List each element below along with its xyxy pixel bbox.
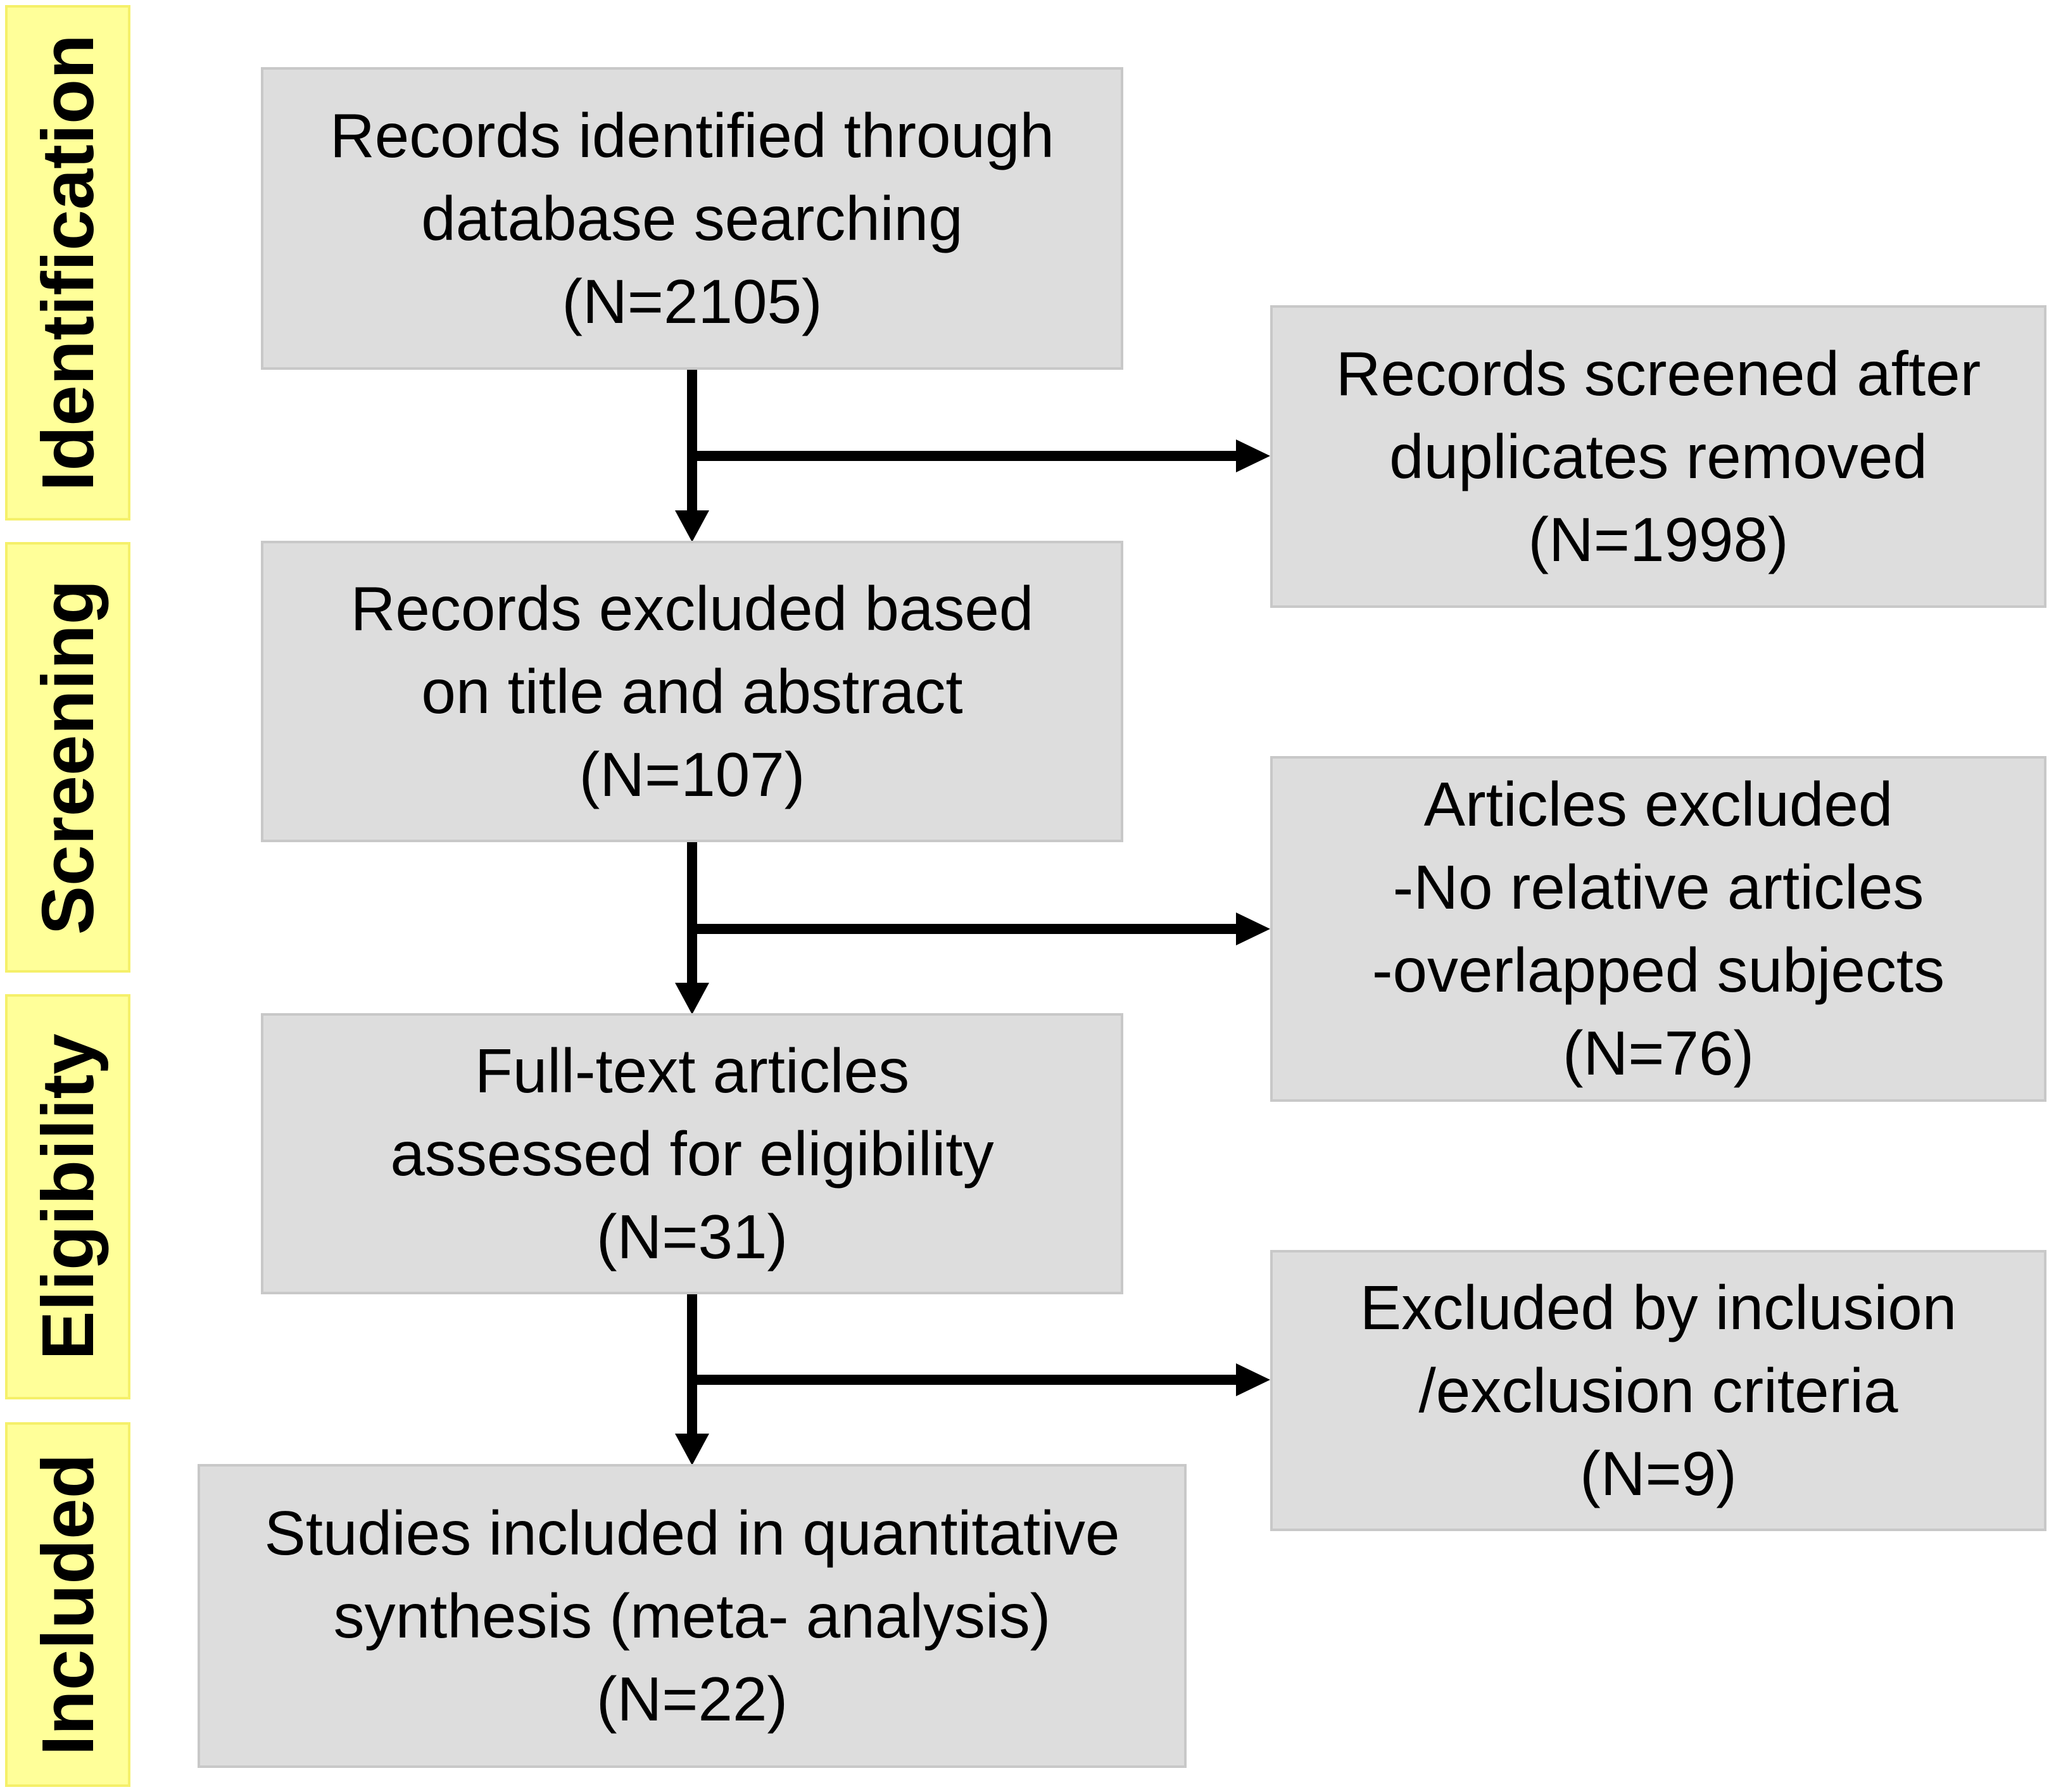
box-records-screened: Records screened after duplicates remove… xyxy=(1270,305,2046,608)
box-line: database searching xyxy=(421,183,963,253)
box-line: Full-text articles xyxy=(474,1035,910,1106)
phase-screening: Screening xyxy=(5,542,130,973)
box-line: Records screened after xyxy=(1335,338,1981,408)
box-line: Records identified through xyxy=(329,100,1055,170)
phase-identification: Identification xyxy=(5,5,130,521)
box-line: Records excluded based xyxy=(350,573,1034,643)
arrow-identified-to-screened xyxy=(692,439,1270,472)
arrow-fulltext-to-criteria-excluded xyxy=(692,1363,1270,1396)
arrow-excluded-title-to-fulltext xyxy=(675,842,709,1014)
box-records-excluded-title-abstract: Records excluded based on title and abst… xyxy=(261,541,1123,842)
box-line: (N=2105) xyxy=(562,266,823,336)
box-line: (N=9) xyxy=(1580,1438,1737,1508)
box-line: Excluded by inclusion xyxy=(1359,1272,1957,1342)
phase-eligibility: Eligibility xyxy=(5,994,130,1399)
box-line: Articles excluded xyxy=(1423,769,1893,839)
box-line: (N=76) xyxy=(1562,1018,1755,1088)
box-line: (N=31) xyxy=(596,1201,788,1271)
phase-included: Included xyxy=(5,1422,130,1787)
box-line: /exclusion criteria xyxy=(1418,1355,1898,1425)
box-line: (N=22) xyxy=(596,1663,788,1734)
box-studies-included: Studies included in quantitative synthes… xyxy=(198,1464,1187,1768)
box-line: synthesis (meta- analysis) xyxy=(333,1581,1051,1651)
box-fulltext-assessed: Full-text articles assessed for eligibil… xyxy=(261,1013,1123,1294)
arrow-identified-to-excluded-title xyxy=(675,370,709,542)
box-line: (N=1998) xyxy=(1528,504,1789,574)
box-line: Studies included in quantitative xyxy=(264,1498,1120,1568)
box-line: (N=107) xyxy=(579,739,805,809)
arrow-excluded-title-to-articles-excluded xyxy=(692,912,1270,945)
box-excluded-by-criteria: Excluded by inclusion /exclusion criteri… xyxy=(1270,1250,2046,1531)
box-line: -overlapped subjects xyxy=(1371,935,1945,1005)
box-line: -No relative articles xyxy=(1392,852,1924,922)
box-articles-excluded: Articles excluded -No relative articles … xyxy=(1270,756,2046,1102)
box-line: assessed for eligibility xyxy=(390,1118,994,1189)
arrow-fulltext-to-included xyxy=(675,1294,709,1465)
box-records-identified: Records identified through database sear… xyxy=(261,67,1123,370)
box-line: on title and abstract xyxy=(421,656,963,726)
box-line: duplicates removed xyxy=(1389,421,1927,491)
